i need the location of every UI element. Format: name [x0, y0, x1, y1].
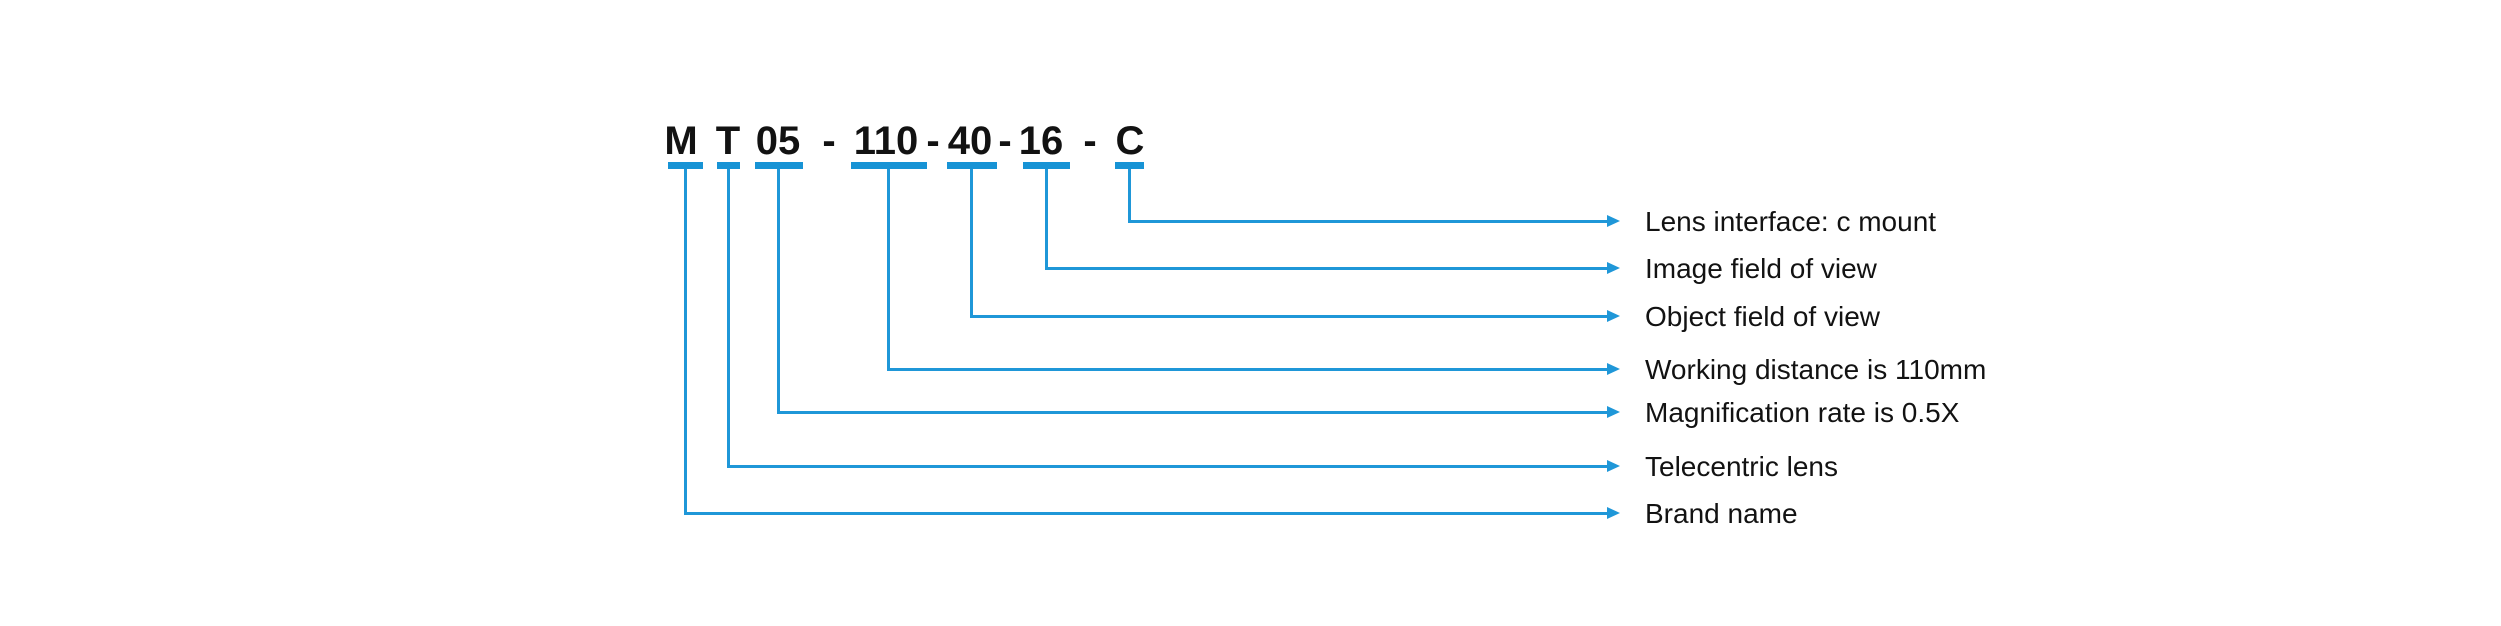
code-underline-16 — [1023, 162, 1070, 169]
code-underline-c — [1115, 162, 1144, 169]
code-separator: - — [1083, 119, 1097, 163]
code-segment-05: 05 — [755, 119, 801, 163]
connector-05-horizontal — [777, 411, 1608, 414]
code-segment-40: 40 — [947, 119, 993, 163]
code-segment-t: T — [715, 119, 741, 163]
connector-m-horizontal — [684, 512, 1608, 515]
connector-16-horizontal — [1045, 267, 1608, 270]
connector-c-horizontal — [1128, 220, 1608, 223]
connector-t-vertical — [727, 169, 730, 467]
label-image-fov: Image field of view — [1645, 253, 1877, 284]
connector-c-vertical — [1128, 169, 1131, 222]
label-telecentric-lens: Telecentric lens — [1645, 451, 1838, 482]
arrow-right-icon — [1607, 310, 1620, 322]
code-separator: - — [822, 119, 836, 163]
connector-110-vertical — [887, 169, 890, 370]
connector-40-vertical — [970, 169, 973, 317]
connector-t-horizontal — [727, 465, 1608, 468]
arrow-right-icon — [1607, 215, 1620, 227]
arrow-right-icon — [1607, 363, 1620, 375]
code-underline-40 — [947, 162, 997, 169]
label-working-distance: Working distance is 110mm — [1645, 354, 1987, 385]
arrow-right-icon — [1607, 507, 1620, 519]
connector-16-vertical — [1045, 169, 1048, 269]
code-separator: - — [998, 119, 1012, 163]
connector-m-vertical — [684, 169, 687, 514]
connector-40-horizontal — [970, 315, 1608, 318]
label-lens-interface: Lens interface: c mount — [1645, 206, 1937, 237]
connector-05-vertical — [777, 169, 780, 413]
label-object-fov: Object field of view — [1645, 301, 1880, 332]
code-underline-t — [717, 162, 740, 169]
label-brand-name: Brand name — [1645, 498, 1798, 529]
code-segment-16: 16 — [1018, 119, 1064, 163]
code-segment-m: M — [664, 119, 698, 163]
code-separator: - — [926, 119, 940, 163]
code-underline-110 — [851, 162, 927, 169]
arrow-right-icon — [1607, 406, 1620, 418]
arrow-right-icon — [1607, 460, 1620, 472]
code-segment-110: 110 — [853, 119, 919, 163]
label-magnification: Magnification rate is 0.5X — [1645, 397, 1960, 428]
connector-110-horizontal — [887, 368, 1608, 371]
code-underline-m — [668, 162, 703, 169]
code-underline-05 — [755, 162, 803, 169]
arrow-right-icon — [1607, 262, 1620, 274]
code-segment-c: C — [1115, 119, 1145, 163]
